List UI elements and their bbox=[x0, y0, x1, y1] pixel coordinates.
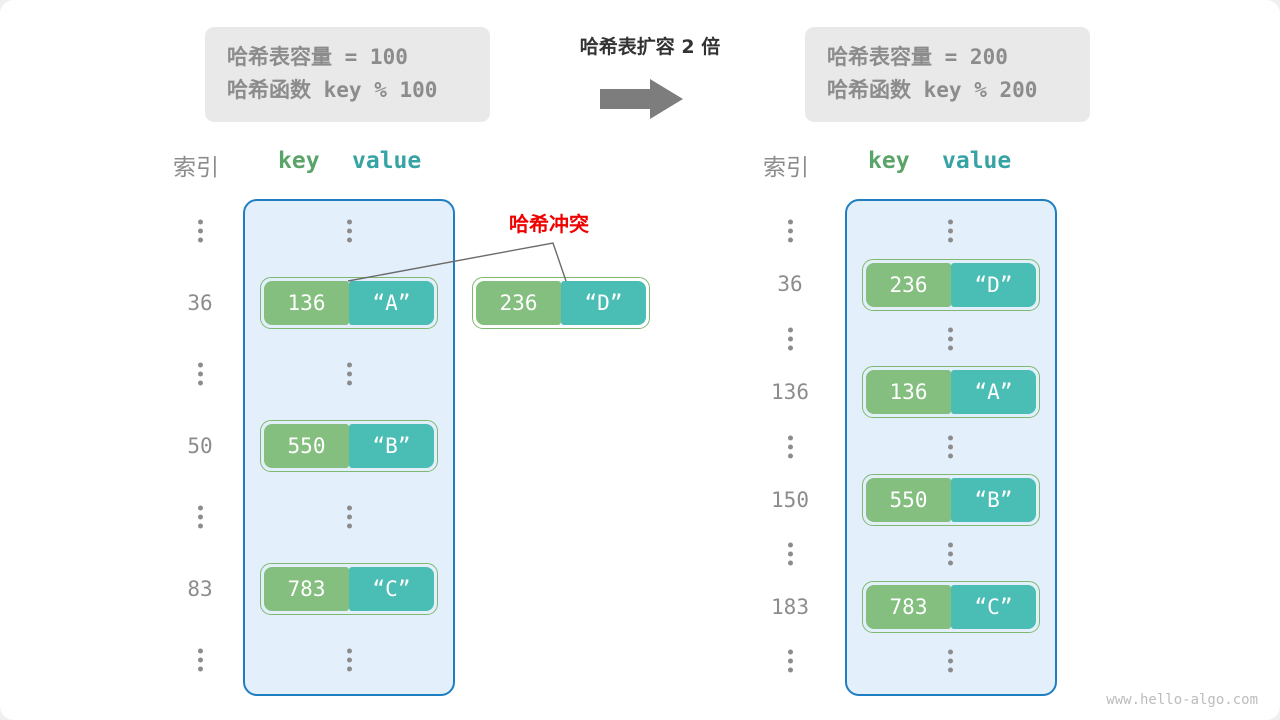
left-hash-function-line: 哈希函数 key % 100 bbox=[227, 77, 438, 102]
right-index-dots-3 bbox=[750, 539, 830, 570]
right-entry-36: 236 “D” bbox=[862, 259, 1040, 311]
right-info-box: 哈希表容量 = 200 哈希函数 key % 200 bbox=[805, 27, 1090, 123]
right-header-key: key bbox=[868, 148, 910, 174]
right-entry-150-value: “B” bbox=[951, 478, 1036, 522]
colliding-entry-236-key: 236 bbox=[476, 281, 561, 325]
right-index-36: 36 bbox=[777, 272, 803, 296]
left-index-36: 36 bbox=[187, 291, 213, 315]
left-info-box: 哈希表容量 = 100 哈希函数 key % 100 bbox=[205, 27, 490, 123]
left-entry-83-value: “C” bbox=[349, 567, 434, 611]
right-entry-36-value: “D” bbox=[951, 263, 1036, 307]
left-entry-36: 136 “A” bbox=[260, 277, 438, 329]
left-bucket-dots-1 bbox=[309, 359, 389, 390]
left-index-dots-2 bbox=[160, 502, 240, 533]
left-header-index: 索引 bbox=[173, 155, 219, 181]
left-index-dots-0 bbox=[160, 216, 240, 247]
right-entry-150-key: 550 bbox=[866, 478, 951, 522]
left-header-key: key bbox=[278, 148, 320, 174]
right-entry-183-value: “C” bbox=[951, 585, 1036, 629]
hash-collision-label: 哈希冲突 bbox=[509, 212, 589, 236]
right-entry-36-key: 236 bbox=[866, 263, 951, 307]
right-bucket-dots-3 bbox=[910, 539, 990, 570]
left-index-dots-1 bbox=[160, 359, 240, 390]
left-entry-50-key: 550 bbox=[264, 424, 349, 468]
right-hash-function-line: 哈希函数 key % 200 bbox=[827, 77, 1038, 102]
left-entry-83: 783 “C” bbox=[260, 563, 438, 615]
right-index-150: 150 bbox=[771, 488, 809, 512]
left-entry-36-value: “A” bbox=[349, 281, 434, 325]
right-entry-136-key: 136 bbox=[866, 370, 951, 414]
left-bucket-dots-0 bbox=[309, 216, 389, 247]
right-index-dots-1 bbox=[750, 324, 830, 355]
right-bucket-dots-1 bbox=[910, 324, 990, 355]
left-header-value: value bbox=[352, 148, 422, 174]
right-capacity-line: 哈希表容量 = 200 bbox=[827, 45, 1008, 69]
right-entry-136: 136 “A” bbox=[862, 366, 1040, 418]
left-entry-50: 550 “B” bbox=[260, 420, 438, 472]
left-bucket-dots-2 bbox=[309, 502, 389, 533]
resize-title: 哈希表扩容 2 倍 bbox=[579, 36, 721, 58]
right-entry-183-key: 783 bbox=[866, 585, 951, 629]
right-index-183: 183 bbox=[771, 595, 809, 619]
right-bucket-dots-0 bbox=[910, 216, 990, 247]
left-entry-83-key: 783 bbox=[264, 567, 349, 611]
right-bucket-dots-2 bbox=[910, 432, 990, 463]
right-header-value: value bbox=[942, 148, 1012, 174]
left-entry-36-key: 136 bbox=[264, 281, 349, 325]
watermark: www.hello-algo.com bbox=[1106, 692, 1258, 708]
right-index-136: 136 bbox=[771, 380, 809, 404]
right-entry-183: 783 “C” bbox=[862, 581, 1040, 633]
colliding-entry-236-value: “D” bbox=[561, 281, 646, 325]
right-header-index: 索引 bbox=[763, 155, 809, 181]
left-index-83: 83 bbox=[187, 577, 213, 601]
left-index-50: 50 bbox=[187, 434, 213, 458]
right-arrow-icon bbox=[600, 78, 684, 124]
colliding-entry-236: 236 “D” bbox=[472, 277, 650, 329]
right-entry-136-value: “A” bbox=[951, 370, 1036, 414]
right-index-dots-0 bbox=[750, 216, 830, 247]
right-index-dots-4 bbox=[750, 646, 830, 677]
right-index-dots-2 bbox=[750, 432, 830, 463]
left-index-dots-3 bbox=[160, 645, 240, 676]
right-entry-150: 550 “B” bbox=[862, 474, 1040, 526]
left-entry-50-value: “B” bbox=[349, 424, 434, 468]
left-capacity-line: 哈希表容量 = 100 bbox=[227, 45, 408, 69]
right-bucket-dots-4 bbox=[910, 646, 990, 677]
left-bucket-dots-3 bbox=[309, 645, 389, 676]
